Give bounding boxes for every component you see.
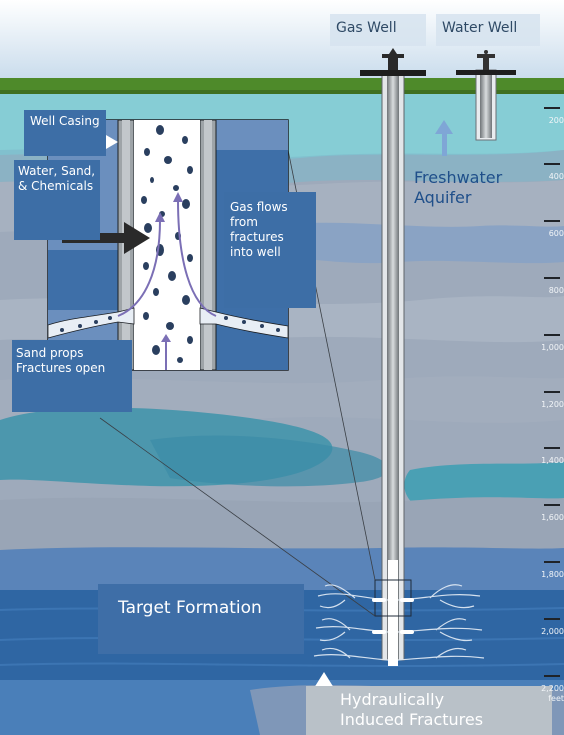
depth-label-1400: 1,400 [541,456,564,465]
depth-unit-label: feet [548,694,564,703]
gas-well [360,48,426,666]
gas-flows-label: Gas flows from fractures into well [230,200,288,259]
depth-label-200: 200 [548,116,564,125]
depth-scale-ticks [544,107,560,677]
sand-props-label: Sand props Fractures open [16,346,106,375]
gas-flow-arrows [117,199,217,370]
depth-label-2200: 2,200 [541,684,564,693]
depth-label-600: 600 [548,229,564,238]
depth-label-400: 400 [548,172,564,181]
gas-wellhead-icon [382,48,404,70]
inset-fracture-left [47,307,135,339]
water-wellhead-icon [477,50,495,70]
gas-well-label: Gas Well [336,20,397,36]
water-well-label: Water Well [442,20,518,36]
freshwater-aquifer-label: Freshwater Aquifer [414,168,503,207]
depth-label-800: 800 [548,286,564,295]
depth-label-2000: 2,000 [541,627,564,636]
sand-particles [141,125,193,363]
hydraulic-fractures-label: Hydraulically Induced Fractures [340,690,484,729]
depth-label-1600: 1,600 [541,513,564,522]
arrow-up-blue-icon [435,120,453,156]
fracture-icon [313,584,485,661]
depth-label-1200: 1,200 [541,400,564,409]
target-formation-label: Target Formation [118,598,262,618]
well-casing-label: Well Casing [30,114,100,128]
water-sand-chemicals-label: Water, Sand, & Chemicals [18,164,96,193]
depth-label-1000: 1,000 [541,343,564,352]
depth-label-1800: 1,800 [541,570,564,579]
water-well [456,50,516,141]
